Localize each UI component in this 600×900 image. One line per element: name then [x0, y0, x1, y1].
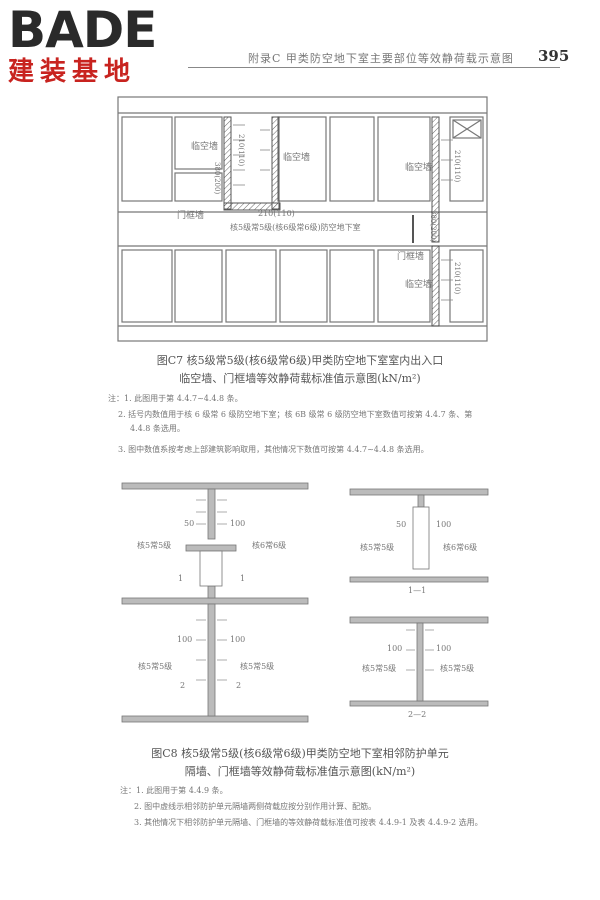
c8-caption-line2: 隔墙、门框墙等效静荷载标准值示意图(kN/m²) [184, 765, 416, 778]
c8-note-2: 2. 图中虚线示相邻防护单元隔墙两侧荷载应按分别作用计算、配筋。 [134, 802, 377, 811]
c8-s2-right: 核5常5级 [440, 664, 475, 673]
c7-caption-line2: 临空墙、门框墙等效静荷载标准值示意图(kN/m²) [179, 372, 421, 385]
c8-cut1-right: 1 [240, 574, 246, 583]
logo-brand: BADE [8, 1, 157, 59]
c8-caption-line1: 图C8 核5级常5级(核6级常6级)甲类防空地下室相邻防护单元 [151, 747, 449, 760]
c7-label-temp-wall-4: 临空墙 [405, 280, 433, 290]
c7-note-2: 2. 括号内数值用于核 6 级常 6 级防空地下室；核 6B 级常 6 级防空地… [118, 410, 473, 419]
c8-s2-title: 2—2 [408, 710, 427, 719]
c8-label-right-unit-top: 核6常6级 [252, 541, 287, 550]
c7-label-door-frame-wall-1: 门框墙 [177, 211, 205, 221]
c8-bot-100-left: 100 [177, 635, 193, 644]
c8-note-3: 3. 其他情况下相邻防护单元隔墙、门框墙的等效静荷载标准值可按表 4.4.9-1… [134, 818, 483, 827]
c7-note-2b: 4.4.8 条选用。 [130, 424, 185, 433]
c8-label-right-unit-bot: 核5常5级 [240, 662, 275, 671]
c7-caption-line1: 图C7 核5级常5级(核6级常6级)甲类防空地下室室内出入口 [156, 354, 444, 367]
c8-s1-100: 100 [436, 520, 452, 529]
c7-label-basement: 核5级常5级(核6级常6级)防空地下室 [230, 223, 361, 232]
c7-note-3: 3. 图中数值系按考虑上部建筑影响取用，其他情况下数值可按第 4.4.7~4.4… [118, 445, 429, 454]
c8-note-1: 注：1. 此图用于第 4.4.9 条。 [120, 786, 228, 795]
c7-label-temp-wall-3: 临空墙 [405, 163, 433, 173]
c8-cut1-left: 1 [178, 574, 184, 583]
c8-s2-100-left: 100 [387, 644, 403, 653]
c8-s1-right: 核6常6级 [443, 543, 478, 552]
c8-cut2-left: 2 [180, 681, 186, 690]
c8-s1-left: 核5常5级 [360, 543, 395, 552]
c8-label-left-unit-bot: 核5常5级 [138, 662, 173, 671]
c8-label-top-100: 100 [230, 519, 246, 528]
c8-bot-100-right: 100 [230, 635, 246, 644]
running-header: 附录C 甲类防空地下室主要部位等效静荷载示意图 [248, 52, 514, 65]
c7-label-temp-wall-2: 临空墙 [283, 153, 311, 163]
page-number: 395 [538, 47, 570, 65]
c8-label-top-50: 50 [184, 519, 195, 528]
c7-note-1: 注：1. 此图用于第 4.4.7~4.4.8 条。 [108, 394, 243, 403]
c7-label-door-frame-wall-2: 门框墙 [397, 252, 425, 262]
c8-label-left-unit-top: 核5常5级 [137, 541, 172, 550]
c8-s2-left: 核5常5级 [362, 664, 397, 673]
c8-s1-50: 50 [396, 520, 407, 529]
c8-s1-title: 1—1 [408, 586, 427, 595]
c8-cut2-right: 2 [236, 681, 242, 690]
c8-s2-100-right: 100 [436, 644, 452, 653]
c7-dim-210-a: 210(110) [258, 209, 295, 218]
logo-subtitle: 建装基地 [8, 57, 137, 87]
c7-label-temp-wall-1: 临空墙 [191, 142, 219, 152]
header-rule [188, 67, 560, 68]
